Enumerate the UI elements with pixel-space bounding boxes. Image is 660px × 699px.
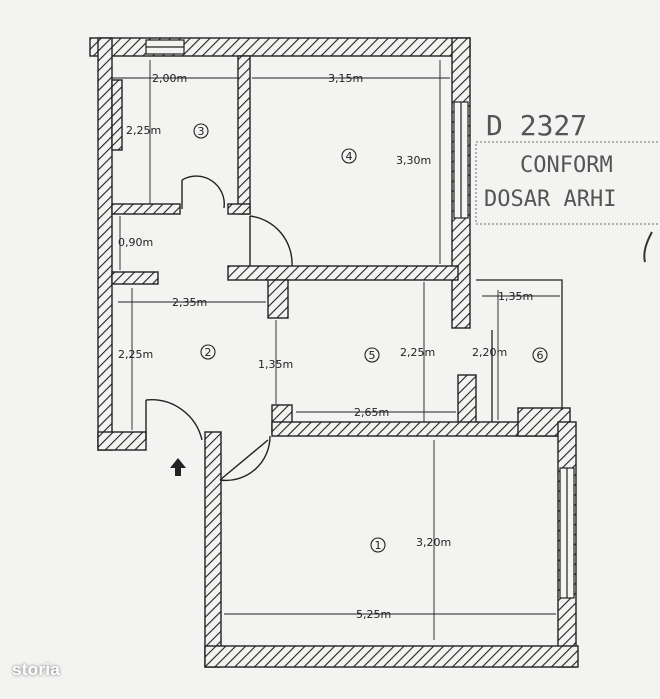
room-number-5: 5: [364, 347, 380, 363]
wall-r4-bottom: [227, 265, 459, 281]
dim-r4-width: 3,15m: [328, 72, 363, 85]
room-6-outline: [476, 279, 563, 422]
entrance-arrow-icon: [170, 458, 186, 476]
stamp-line1: CONFORM: [520, 153, 613, 178]
svg-text:1: 1: [375, 539, 382, 552]
room-number-4: 4: [341, 148, 357, 164]
dim-r6-height: 2,20m: [472, 346, 507, 359]
wall-r2-r5-top: [267, 279, 289, 319]
room-number-1: 1: [370, 537, 386, 553]
doors: [145, 175, 293, 482]
svg-text:6: 6: [537, 349, 544, 362]
wall-hall-bottom: [111, 271, 159, 285]
dimension-lines: [112, 60, 560, 640]
stamp-line2: DOSAR ARHI: [484, 187, 616, 212]
wall-entry-left: [97, 431, 147, 451]
dim-r2-width: 2,35m: [172, 296, 207, 309]
svg-text:4: 4: [346, 150, 353, 163]
svg-text:5: 5: [369, 349, 376, 362]
dim-r4-height: 3,30m: [396, 154, 431, 167]
door-r1-swing: [219, 435, 271, 482]
door-entry-swing: [145, 399, 203, 441]
dim-mid-height: 1,35m: [258, 358, 293, 371]
wall-r3-r4: [237, 55, 251, 215]
room-number-6: 6: [532, 347, 548, 363]
dim-r1-width: 5,25m: [356, 608, 391, 621]
walls: [89, 37, 579, 668]
room-number-3: 3: [193, 123, 209, 139]
windows: [145, 39, 575, 599]
dim-r5-height: 2,25m: [400, 346, 435, 359]
svg-text:3: 3: [198, 125, 205, 138]
dim-r3-height: 2,25m: [126, 124, 161, 137]
door-r1-leaf: [219, 439, 269, 481]
wall-left-notch: [111, 79, 123, 151]
storia-watermark: storia: [12, 660, 61, 679]
dim-hall-height: 0,90m: [118, 236, 153, 249]
wall-r1-bottom: [204, 645, 579, 668]
door-r4-swing: [249, 215, 293, 267]
room-number-2: 2: [200, 344, 216, 360]
dim-r1-height: 3,20m: [416, 536, 451, 549]
wall-r3-bottom-a: [111, 203, 181, 215]
wall-r1-left: [204, 431, 222, 668]
archive-stamp: D 2327 CONFORM DOSAR ARHI: [475, 109, 660, 263]
svg-text:2: 2: [205, 346, 212, 359]
dim-r5-width: 2,65m: [354, 406, 389, 419]
door-r3-swing: [181, 175, 225, 209]
dim-r2-height: 2,25m: [118, 348, 153, 361]
wall-r3-bottom-b: [227, 203, 251, 215]
room-numbers: 3 4 2 5 6 1: [193, 123, 548, 553]
dimension-labels: 2,00m 3,15m 2,25m 3,30m 0,90m 2,35m 2,25…: [118, 72, 533, 621]
dim-r6-width: 1,35m: [498, 290, 533, 303]
wall-left: [97, 37, 113, 451]
stamp-handwritten: D 2327: [486, 109, 587, 142]
dim-r3-width: 2,00m: [152, 72, 187, 85]
